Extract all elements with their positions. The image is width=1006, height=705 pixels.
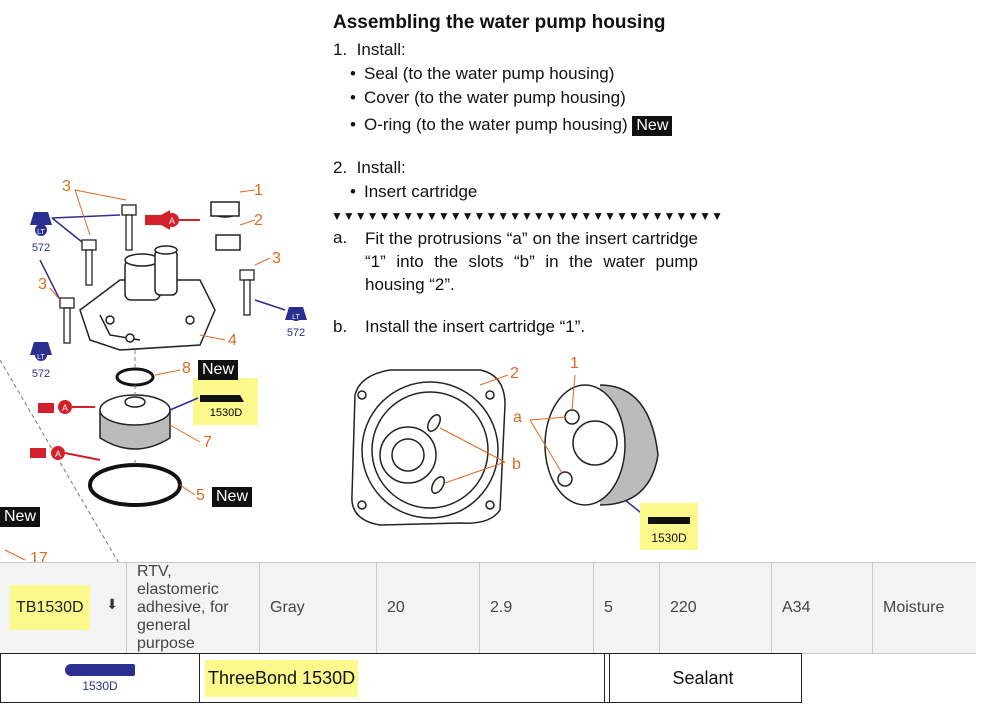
adhesive-marker-icon: A A A (30, 210, 200, 461)
svg-text:572: 572 (32, 368, 50, 380)
callout: 5 (196, 487, 205, 504)
substep-a-text: Fit the protrusions “a” on the insert ca… (365, 229, 698, 294)
new-badge: New (212, 487, 253, 507)
step-1-bullet: •O-ring (to the water pump housing) New (350, 115, 673, 136)
sealant-tube-icon (648, 517, 690, 524)
code-cell: TB1530D ⬇ (0, 562, 127, 654)
svg-text:A: A (169, 216, 175, 226)
triangle-divider: ▼▼▼▼▼▼▼▼▼▼▼▼▼▼▼▼▼▼▼▼▼▼▼▼▼▼▼▼▼▼▼▼▼ (331, 209, 723, 223)
product-name-cell: ThreeBond 1530D (199, 653, 610, 703)
svg-text:LT: LT (37, 354, 45, 361)
new-badge: New (198, 360, 239, 380)
tube-label: 1530D (210, 407, 242, 419)
value-cell: 220 (659, 562, 772, 654)
new-badge: New (0, 507, 41, 527)
product-type-cell: Sealant (604, 653, 802, 703)
callout: b (512, 456, 521, 473)
svg-text:LT: LT (292, 314, 300, 321)
step-1: 1. Install: (333, 40, 406, 59)
cartridge-alignment-diagram (351, 369, 659, 526)
callout: 4 (228, 332, 237, 349)
loctite-icon: LT 572 LT 572 LT 572 (30, 212, 307, 380)
tube-highlight: 1530D (640, 503, 698, 550)
color-cell: Gray (259, 562, 377, 654)
svg-text:A: A (62, 403, 68, 413)
product-code-link[interactable]: TB1530D (10, 585, 90, 630)
value-cell: 20 (376, 562, 480, 654)
callout: 1 (254, 182, 263, 199)
substep-a-letter: a. (333, 228, 348, 247)
exploded-pump-diagram: A A A LT 572 LT 572 LT 572 1530D (0, 189, 307, 565)
tube-cell: 1530D (0, 653, 200, 703)
callout: 3 (38, 276, 47, 293)
download-icon[interactable]: ⬇ (106, 596, 118, 612)
callout: 2 (510, 365, 519, 382)
substep-b-letter: b. (333, 317, 348, 336)
spec-table: TB1530D ⬇ RTV, elastomeric adhesive, for… (0, 562, 976, 654)
sealant-tube-icon (65, 663, 135, 676)
value-cell: 2.9 (479, 562, 594, 654)
step-2: 2. Install: (333, 158, 406, 177)
svg-text:LT: LT (37, 229, 45, 236)
page-title: Assembling the water pump housing (333, 12, 666, 33)
new-badge: New (632, 116, 673, 136)
table-row: TB1530D ⬇ RTV, elastomeric adhesive, for… (0, 562, 976, 654)
tube-label: 1530D (651, 531, 687, 545)
callout: 3 (62, 178, 71, 195)
description-cell: RTV, elastomeric adhesive, for general p… (126, 562, 260, 654)
callout: 2 (254, 212, 263, 229)
callout: 1 (570, 355, 579, 372)
callout: a (513, 409, 522, 426)
callout: 8 (182, 360, 191, 377)
step-1-bullet: •Seal (to the water pump housing) (350, 64, 615, 83)
svg-text:572: 572 (32, 242, 50, 254)
callout: 7 (203, 434, 212, 451)
step-1-bullet: •Cover (to the water pump housing) (350, 88, 626, 107)
cure-cell: Moisture (872, 562, 976, 654)
sealant-tube-icon (169, 395, 244, 411)
product-name: ThreeBond 1530D (205, 659, 359, 697)
svg-text:A: A (55, 449, 61, 459)
value-cell: 5 (593, 562, 660, 654)
svg-text:572: 572 (287, 327, 305, 339)
callout: 3 (272, 250, 281, 267)
tube-label: 1530D (82, 678, 118, 693)
value-cell: A34 (771, 562, 873, 654)
step-2-bullet: •Insert cartridge (350, 182, 478, 201)
substep-b-text: Install the insert cartridge “1”. (365, 317, 586, 336)
